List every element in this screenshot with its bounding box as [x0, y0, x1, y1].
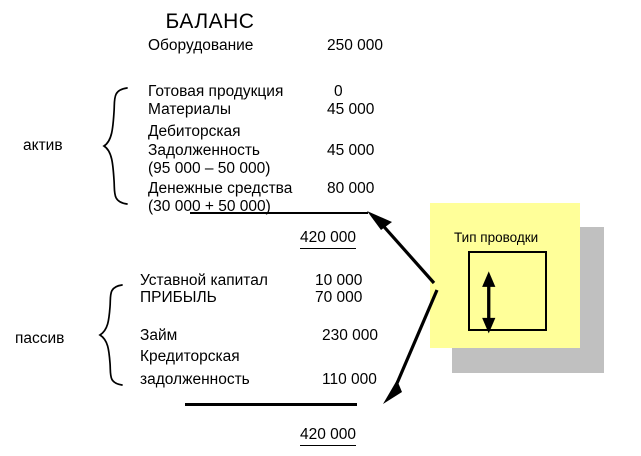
row-value-charter-capital: 10 000 [315, 272, 363, 289]
row-label-payables-title: Кредиторская [140, 348, 240, 365]
asset-section-label: актив [23, 137, 63, 154]
row-value-profit: 70 000 [315, 289, 363, 306]
row-label-loan: Займ [140, 327, 178, 344]
arrow-to-liability-total [383, 289, 439, 404]
liability-brace [98, 284, 123, 386]
t-account-table [468, 251, 547, 334]
row-value-payables: 110 000 [322, 371, 377, 388]
row-label-charter-capital: Уставной капитал [140, 272, 268, 289]
liability-total-rule [185, 403, 357, 406]
row-value-equipment: 250 000 [327, 37, 384, 54]
row-label-finished-goods: Готовая продукция [148, 83, 284, 100]
row-label-payables: задолженность [140, 371, 250, 388]
row-label-materials: Материалы [148, 101, 231, 118]
row-label-cash: Денежные средства [148, 180, 293, 197]
asset-total-value: 420 000 [300, 229, 357, 249]
row-note-receivables-calc: (95 000 – 50 000) [148, 160, 271, 177]
row-value-finished-goods: 0 [334, 83, 343, 100]
t-account-header-credit [508, 253, 546, 269]
row-value-materials: 45 000 [327, 101, 375, 118]
t-account-header-debit [470, 253, 508, 269]
note-box: Тип проводки [430, 203, 580, 348]
row-label-receivables: Задолженность [148, 142, 261, 159]
double-arrow-icon [482, 271, 496, 334]
row-label-profit: ПРИБЫЛЬ [140, 289, 217, 306]
row-value-receivables: 45 000 [327, 142, 375, 159]
page-title: БАЛАНС [165, 10, 255, 33]
t-account-body-debit [470, 269, 508, 336]
liability-total-value: 420 000 [300, 426, 357, 446]
row-label-receivables-title: Дебиторская [148, 123, 241, 140]
row-note-cash-calc: (30 000 + 50 000) [148, 198, 271, 215]
asset-total-rule [190, 212, 368, 214]
row-value-cash: 80 000 [327, 180, 375, 197]
row-label-equipment: Оборудование [148, 37, 254, 54]
row-value-loan: 230 000 [322, 327, 379, 344]
t-account-body-credit [508, 269, 546, 336]
liability-section-label: пассив [15, 330, 65, 347]
asset-brace [102, 87, 128, 205]
arrow-to-asset-total [367, 211, 436, 285]
note-title: Тип проводки [454, 230, 539, 245]
